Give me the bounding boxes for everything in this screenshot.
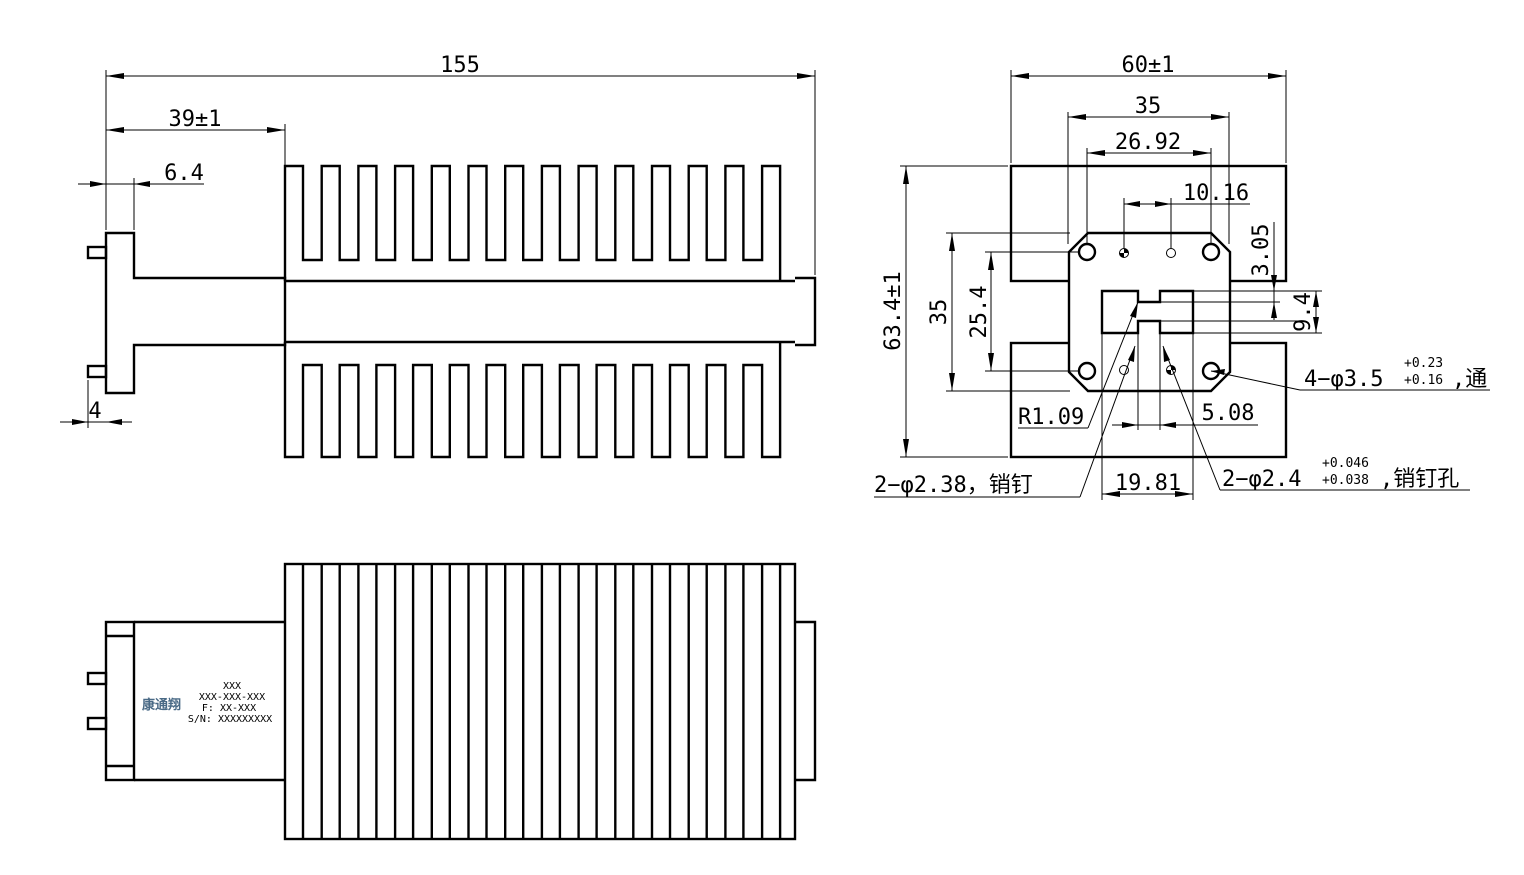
dim-overall-length: 155 [440,53,480,78]
callout-through-hole-suffix: ,通 [1452,367,1487,392]
dim-body-width: 60±1 [1122,53,1175,78]
label-line-1: XXX [223,681,241,692]
dim-slot-width: 19.81 [1115,471,1181,496]
label-line-2: XXX-XXX-XXX [199,692,265,703]
dim-body-height: 63.4±1 [881,271,906,350]
upper-fin-comb [283,164,782,281]
callout-pin-hole-suffix: ,销钉孔 [1380,467,1459,492]
side-body-outline [104,231,287,395]
side-pin-bottom [86,364,108,379]
brand-logo: 康通翔 [142,697,181,713]
dim-hole-spacing-vert: 35 [927,299,952,326]
side-pin-top [86,245,108,260]
top-view: 康通翔 XXX XXX-XXX-XXX F: XX-XXX S/N: XXXXX… [86,562,817,841]
callout-through-hole-tol-upper: +0.23 [1404,356,1443,371]
dim-hole-spacing-outer: 35 [1135,94,1162,119]
dim-pin-length: 4 [88,399,101,424]
pinhole-bottom-left [1119,365,1129,375]
top-flange [104,620,136,782]
dim-flange-to-fins: 39±1 [169,107,222,132]
callout-pin-hole-tol-upper: +0.046 [1322,456,1369,471]
label-line-4: S/N: XXXXXXXXX [188,714,272,725]
callout-through-hole: 4−φ3.5 [1304,367,1383,392]
top-pin-bottom [86,716,108,731]
lower-fin-comb [283,342,782,459]
top-fin-lines [301,564,782,839]
callout-pin: 2−φ2.38，销钉 [874,473,1033,498]
end-view: 60±1 35 26.92 10.16 3.05 [874,53,1490,500]
dim-pin-spacing-vert: 25.4 [967,286,992,339]
callout-pin-hole-tol-lower: +0.038 [1322,473,1369,488]
label-line-3: F: XX-XXX [202,703,256,714]
callout-through-hole-tol-lower: +0.16 [1404,373,1443,388]
dim-flange-thickness: 6.4 [164,161,204,186]
callout-slot-radius: R1.09 [1018,405,1084,430]
side-view: 155 39±1 6.4 4 [60,53,817,459]
callout-pin-hole: 2−φ2.4 [1222,467,1301,492]
dim-slot-height: 9.4 [1291,292,1316,332]
top-neck [134,620,285,782]
side-tail [795,276,817,347]
dim-hole-spacing-inner: 26.92 [1115,130,1181,155]
dim-slot-gap: 5.08 [1202,401,1255,426]
top-tail [795,620,817,782]
pinhole-top-right [1166,248,1176,258]
top-pin-top [86,671,108,686]
dim-edge-offset: 3.05 [1249,224,1274,277]
dim-pin-offset: 10.16 [1183,181,1249,206]
end-flange [1067,231,1232,393]
top-heatsink [283,562,797,841]
